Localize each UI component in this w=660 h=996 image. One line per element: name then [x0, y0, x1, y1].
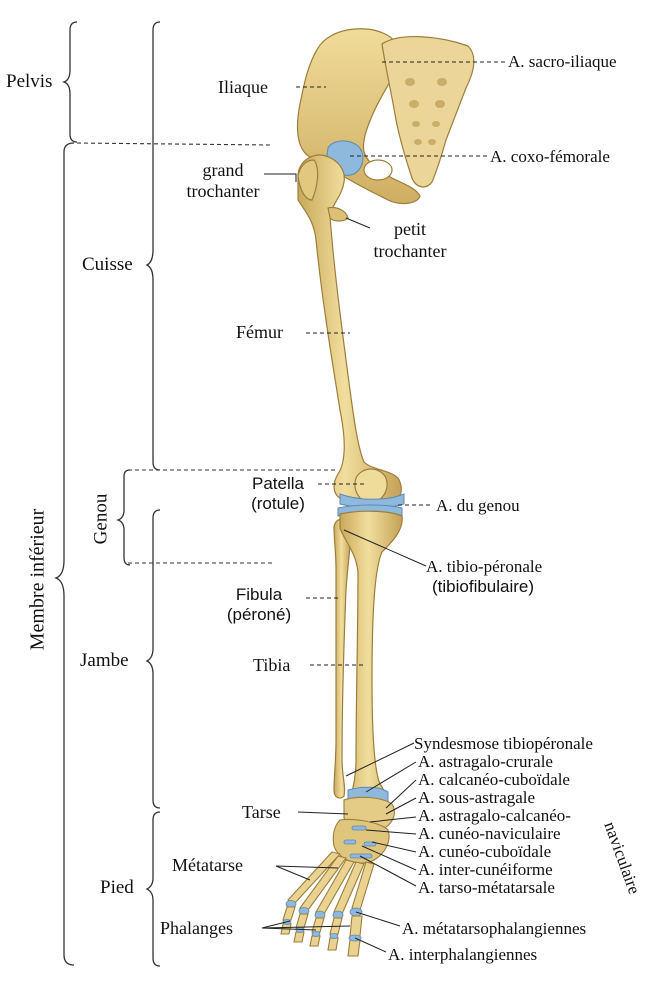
joint-astragalo-crurale-label: A. astragalo-crurale: [418, 752, 553, 771]
region-genou-label: Genou: [90, 493, 112, 545]
joint-calcaneo-cuboidale-label: A. calcanéo-cuboïdale: [418, 770, 570, 789]
bone-femur-label: Fémur: [236, 322, 283, 342]
region-cuisse-label: Cuisse: [82, 254, 133, 275]
joint-metatarsophalangiennes-label: A. métatarsophalangiennes: [402, 919, 587, 938]
jambe-bracket: [145, 509, 161, 809]
joint-tarso-metatarsale-label: A. tarso-métatarsale: [418, 878, 555, 897]
joint-sous-astragale-label: A. sous-astragale: [418, 788, 536, 807]
membre-bracket: [54, 142, 75, 966]
region-dividers: [76, 142, 338, 564]
joint-cuneo-naviculaire-label: A. cunéo-naviculaire: [418, 824, 561, 843]
patella: [354, 468, 388, 505]
joint-syndesmose-label: Syndesmose tibiopéronale: [414, 734, 593, 753]
joint-cuneo-cuboidale-label: A. cunéo-cuboïdale: [418, 842, 552, 861]
bone-metatarse-label: Métatarse: [172, 855, 243, 875]
genou-bracket: [115, 469, 131, 566]
region-pied-label: Pied: [100, 877, 134, 898]
joint-sacro-iliaque-label: A. sacro-iliaque: [508, 52, 617, 71]
region-membre-label: Membre inférieur: [26, 508, 49, 651]
joint-interphalangiennes-label: A. interphalangiennes: [388, 945, 538, 964]
joint-genou-label: A. du genou: [436, 496, 520, 515]
sacrum: [381, 36, 475, 188]
bone-fibula-label: Fibula (péroné): [226, 585, 292, 624]
pelvis-bracket: [61, 21, 78, 143]
leader-lines: [261, 61, 506, 953]
cuisse-bracket: [145, 21, 161, 471]
foot-bones: [280, 796, 395, 957]
bone-petit-trochanter-label: petit trochanter: [373, 219, 447, 261]
bone-tibia-label: Tibia: [253, 655, 291, 675]
joint-tibio-peronale-label: A. tibio-péronale (tibiofibulaire): [426, 557, 543, 596]
pied-bracket: [145, 811, 161, 967]
region-pelvis-label: Pelvis: [6, 71, 53, 92]
bone-patella-label: Patella (rotule): [251, 474, 305, 513]
bone-iliaque-label: Iliaque: [218, 77, 268, 97]
joint-astragalo-calcaneo-label: A. astragalo-calcanéo-: [418, 806, 571, 825]
bone-phalanges-label: Phalanges: [160, 918, 233, 938]
bone-tarse-label: Tarse: [242, 802, 281, 822]
joint-coxo-femorale-label: A. coxo-fémorale: [490, 147, 610, 166]
bone-grand-trochanter-label: grand trochanter: [186, 160, 260, 201]
femur-bone: [297, 154, 402, 507]
fibula-bone: [333, 518, 352, 799]
joint-inter-cuneiforme-label: A. inter-cunéiforme: [418, 860, 553, 879]
region-jambe-label: Jambe: [80, 650, 129, 671]
region-brackets: [54, 21, 161, 967]
